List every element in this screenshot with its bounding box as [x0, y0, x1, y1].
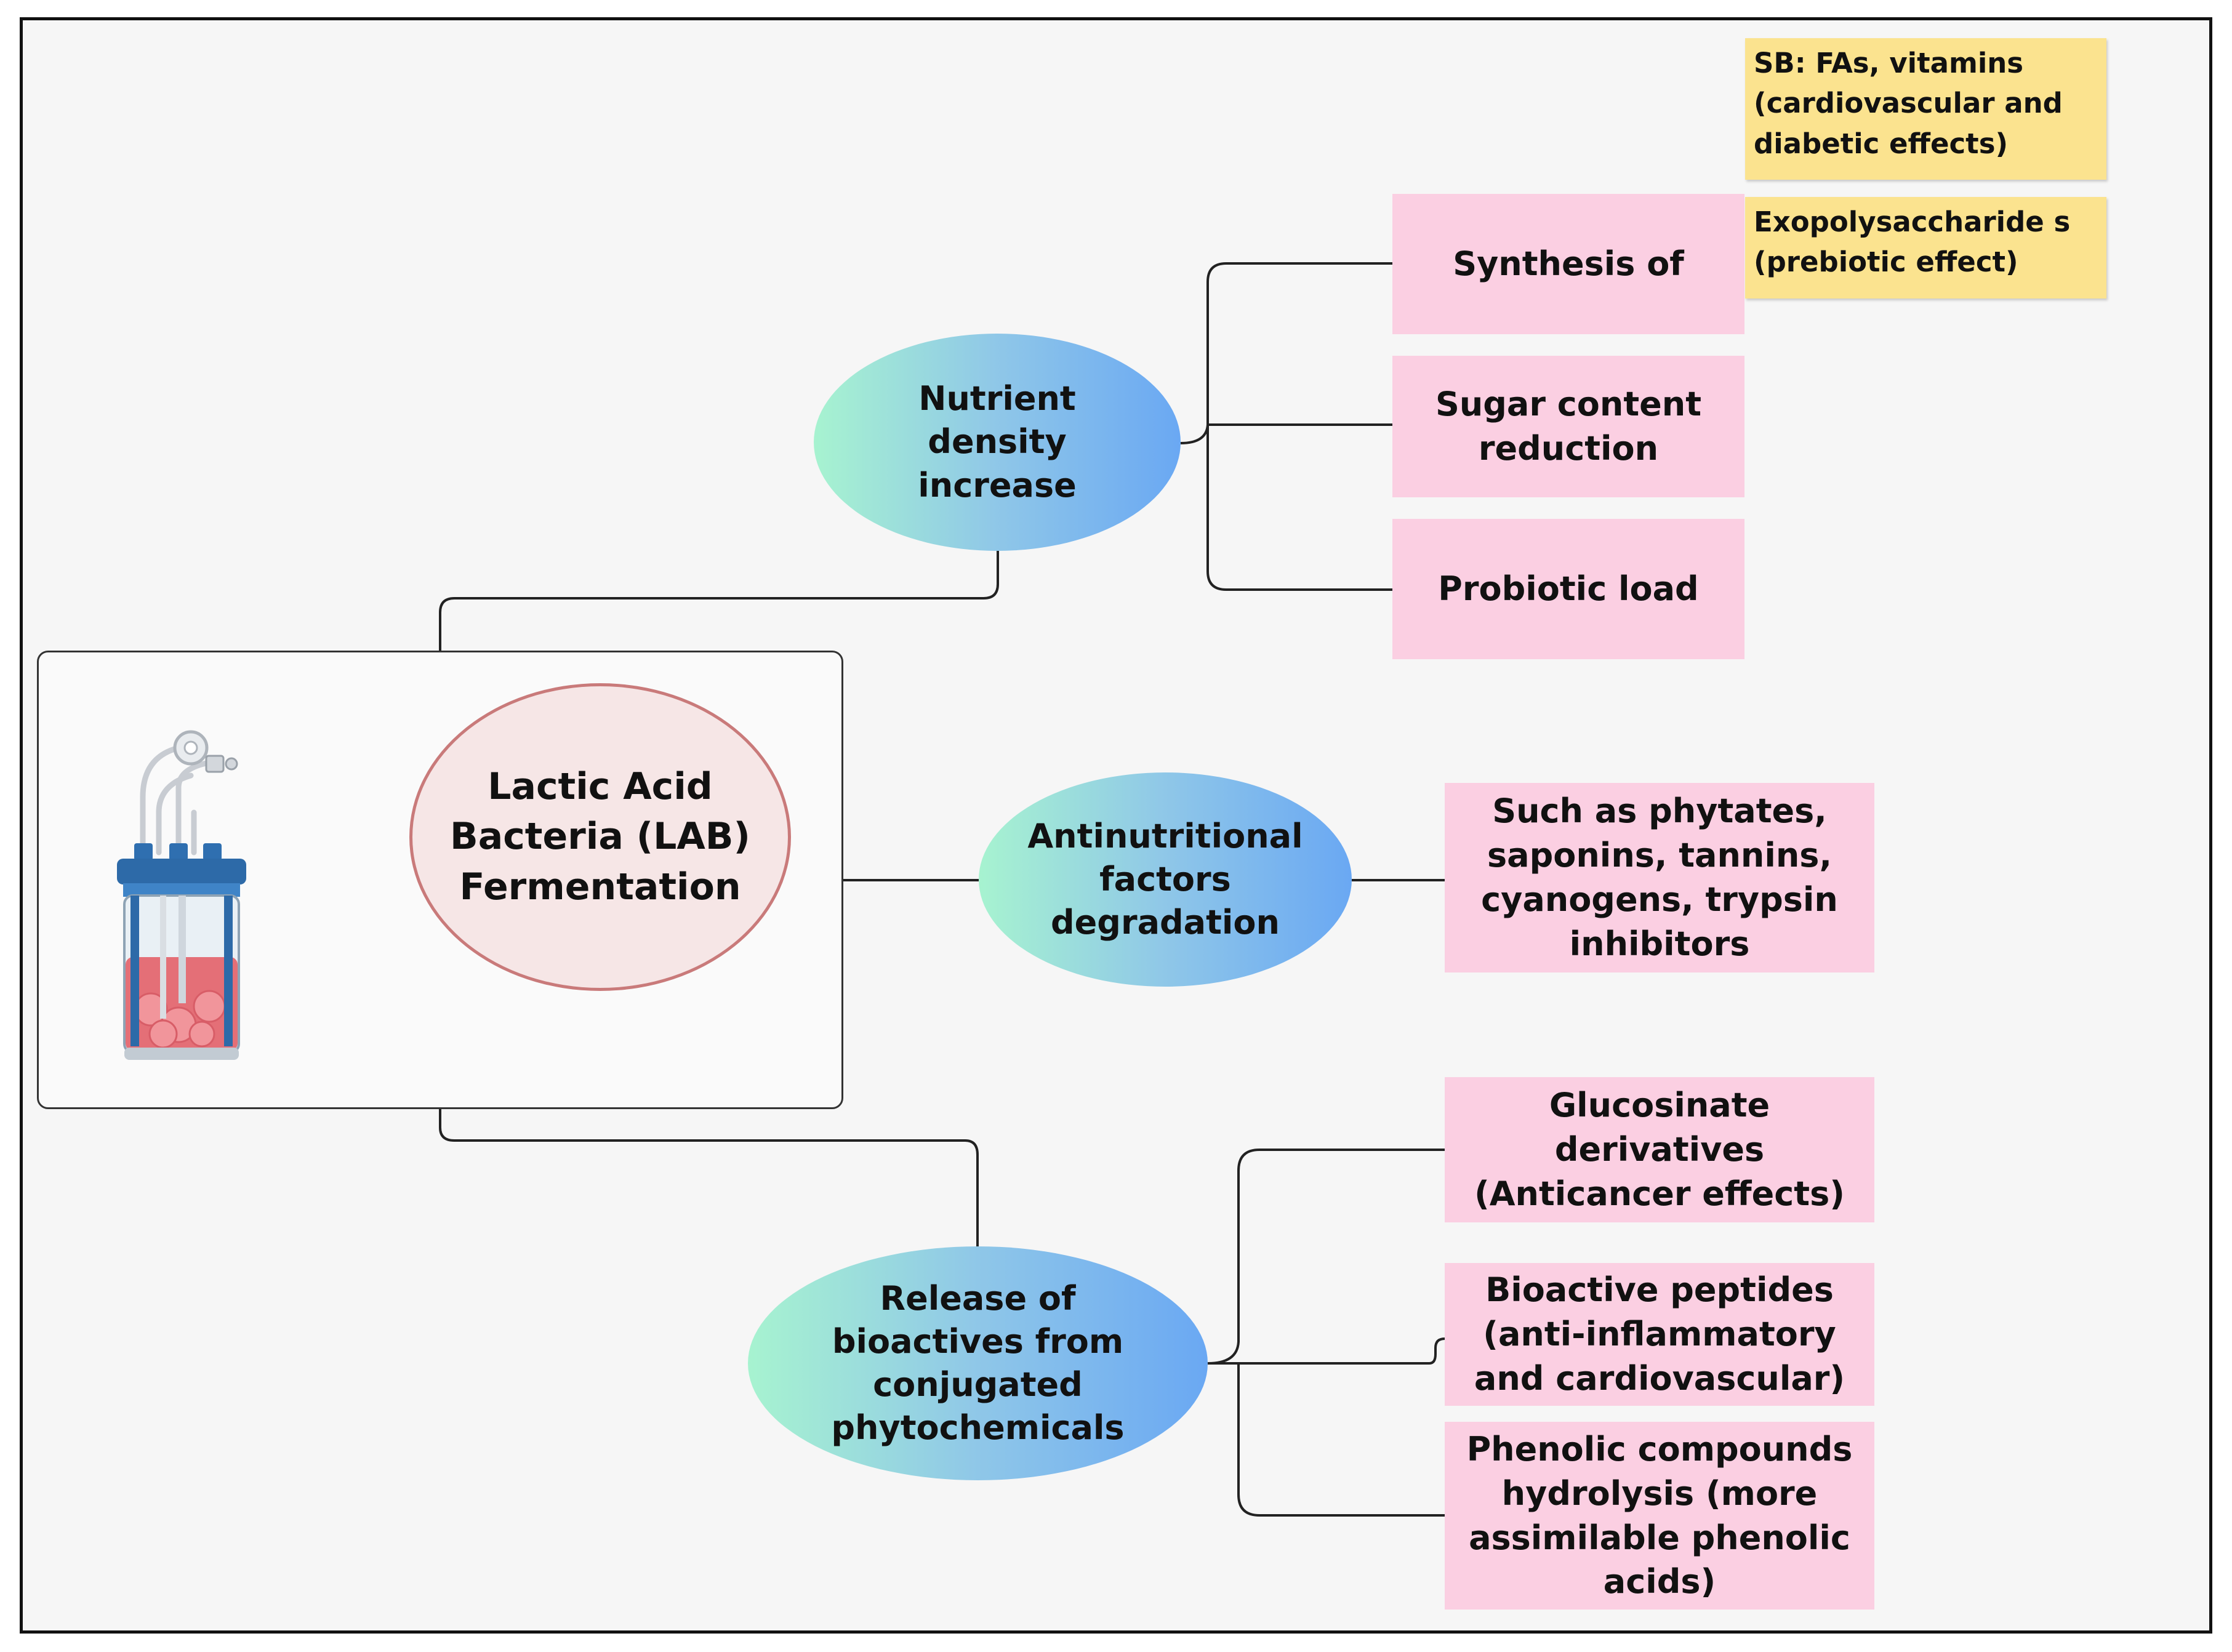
glucosinate-box: Glucosinate derivatives (Anticancer effe…	[1445, 1077, 1874, 1222]
link-center-nutrient	[439, 551, 999, 651]
phenolic-compounds-box: Phenolic compounds hydrolysis (more assi…	[1445, 1422, 1874, 1610]
release-bioactives-ellipse: Release of bioactives from conjugated ph…	[748, 1246, 1208, 1480]
lab-fermentation-label: Lactic Acid Bacteria (LAB) Fermentation	[450, 764, 750, 908]
sugar-reduction-box: Sugar content reduction	[1392, 356, 1744, 497]
synthesis-label: Synthesis of	[1453, 244, 1684, 284]
bioactive-peptides-box: Bioactive peptides (anti-inflammatory an…	[1445, 1263, 1874, 1406]
exopolysaccharides-note-text: Exopolysaccharide s (prebiotic effect)	[1754, 206, 2071, 279]
bioactive-peptides-label: Bioactive peptides (anti-inflammatory an…	[1474, 1270, 1845, 1398]
nutrient-density-ellipse: Nutrient density increase	[814, 334, 1181, 551]
antinutrients-examples-label: Such as phytates, saponins, tannins, cya…	[1481, 792, 1838, 963]
link-nutrient-probiotic	[1206, 425, 1392, 591]
phenolic-compounds-label: Phenolic compounds hydrolysis (more assi…	[1466, 1429, 1853, 1602]
link-release-peptides	[1208, 1337, 1445, 1365]
lab-fermentation-ellipse: Lactic Acid Bacteria (LAB) Fermentation	[409, 683, 791, 991]
link-release-bracket	[1207, 1149, 1445, 1365]
sb-note-text: SB: FAs, vitamins (cardiovascular and di…	[1754, 47, 2063, 160]
bioreactor-icon	[117, 730, 246, 1060]
exopolysaccharides-note: Exopolysaccharide s (prebiotic effect)	[1745, 197, 2106, 299]
glucosinate-label: Glucosinate derivatives (Anticancer effe…	[1474, 1086, 1845, 1213]
probiotic-load-box: Probiotic load	[1392, 519, 1744, 659]
sb-note: SB: FAs, vitamins (cardiovascular and di…	[1745, 38, 2106, 180]
link-nutrient-bracket	[1180, 262, 1392, 444]
synthesis-box: Synthesis of	[1392, 194, 1744, 334]
antinutritional-label: Antinutritional factors degradation	[1027, 816, 1303, 942]
link-release-phenolic	[1237, 1363, 1445, 1517]
antinutritional-ellipse: Antinutritional factors degradation	[979, 772, 1352, 987]
antinutrients-examples-box: Such as phytates, saponins, tannins, cya…	[1445, 783, 1874, 972]
probiotic-load-label: Probiotic load	[1438, 569, 1699, 609]
release-bioactives-label: Release of bioactives from conjugated ph…	[831, 1278, 1125, 1448]
nutrient-density-label: Nutrient density increase	[918, 379, 1077, 505]
sugar-reduction-label: Sugar content reduction	[1435, 385, 1702, 468]
link-center-release	[439, 1109, 979, 1246]
